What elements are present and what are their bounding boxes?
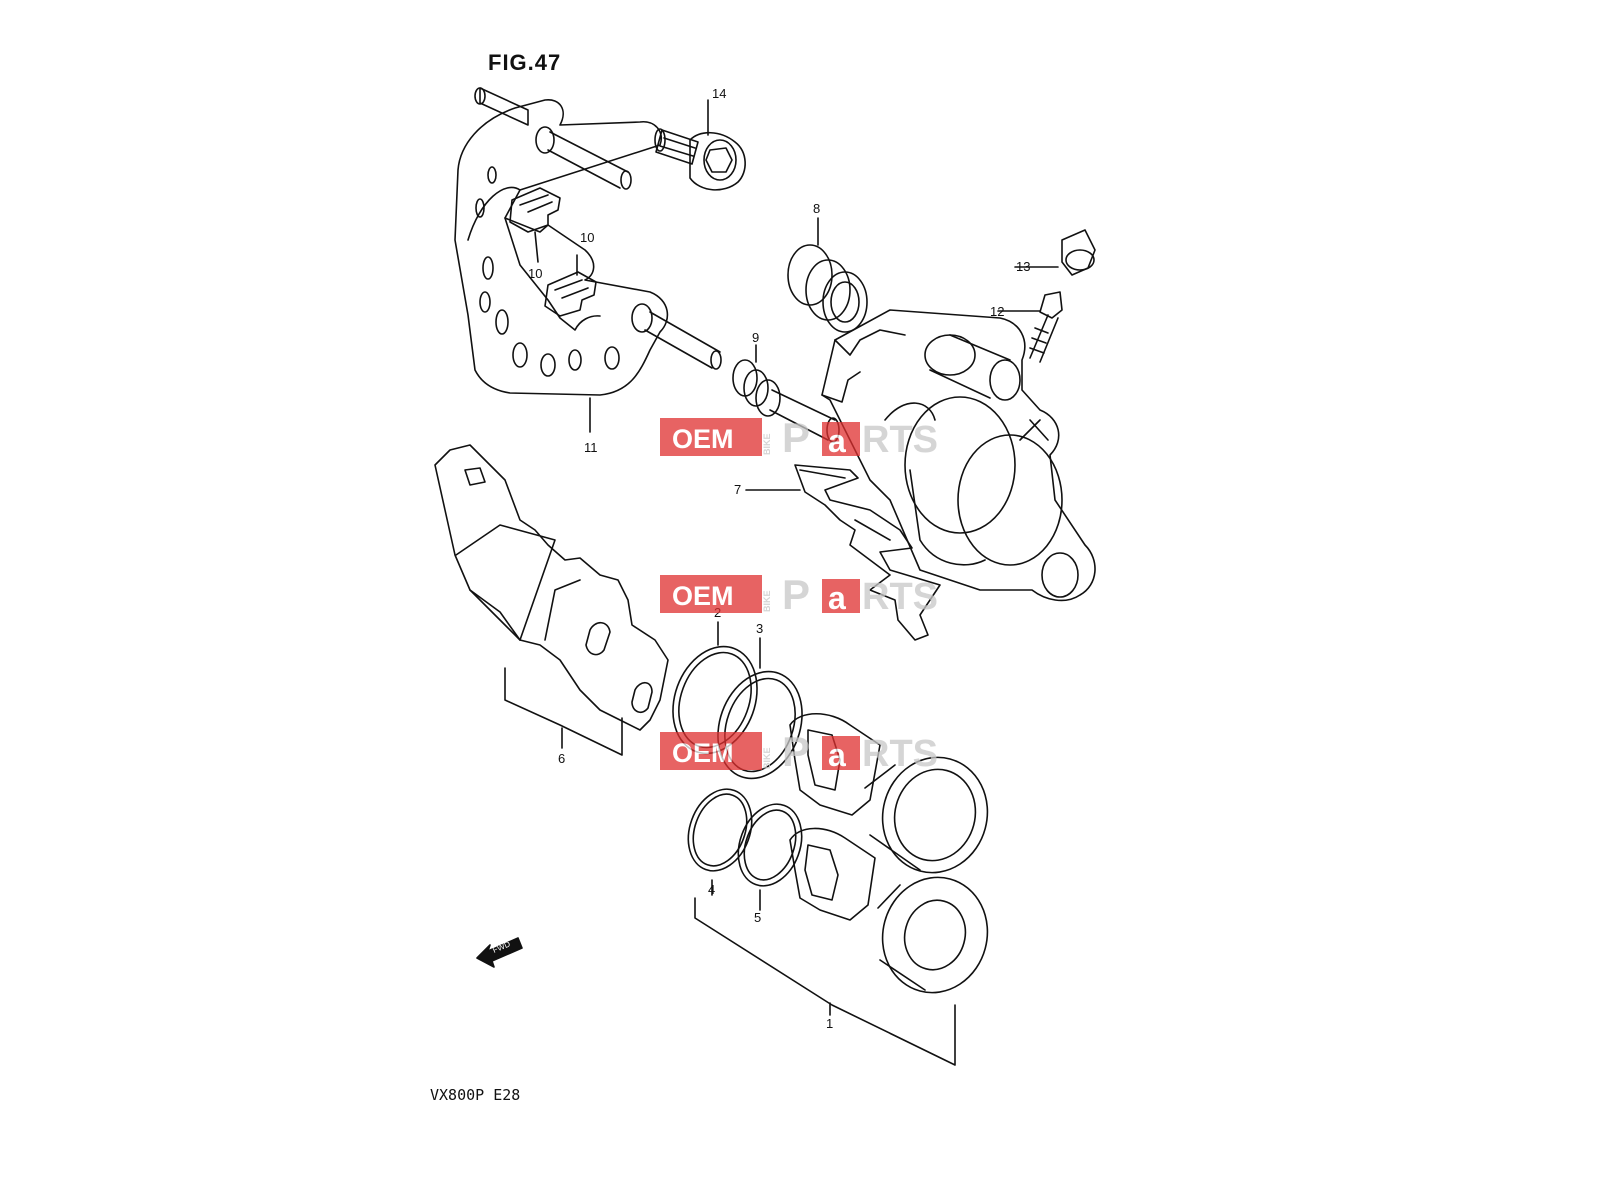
svg-text:OEM: OEM [672,424,734,454]
callout-9: 9 [752,330,759,345]
watermark-3: OEM BIKE P a RTS [660,728,938,775]
svg-text:a: a [828,580,846,616]
bleeder-valve [997,291,1063,363]
callout-13: 13 [1016,259,1030,274]
model-code: VX800P E28 [430,1086,521,1104]
svg-text:a: a [828,737,846,773]
caliper-bracket [454,87,722,433]
svg-text:OEM: OEM [672,738,734,768]
callout-1: 1 [826,1016,833,1031]
pistons [694,713,989,1066]
svg-text:a: a [828,423,846,459]
figure-title: FIG.47 [488,50,562,75]
callout-14: 14 [712,86,726,101]
svg-text:P: P [782,571,810,618]
pad-spring [745,464,941,641]
bolt [654,99,746,191]
callout-11: 11 [584,440,598,455]
callout-4: 4 [708,882,715,897]
svg-text:OEM: OEM [672,581,734,611]
svg-text:RTS: RTS [862,419,938,461]
callout-8: 8 [813,201,820,216]
svg-text:BIKE: BIKE [762,747,772,769]
svg-text:P: P [782,728,810,775]
callout-10-upper: 10 [580,230,594,245]
callout-3: 3 [756,621,763,636]
callout-12: 12 [990,304,1004,319]
svg-text:BIKE: BIKE [762,433,772,455]
callout-6: 6 [558,751,565,766]
brake-pads [434,444,669,756]
callout-7: 7 [734,482,741,497]
svg-text:BIKE: BIKE [762,590,772,612]
caliper-body [821,309,1096,602]
watermark-1: OEM BIKE P a RTS [660,414,938,461]
callout-10-lower: 10 [528,266,542,281]
boot-large [787,217,868,333]
callout-5: 5 [754,910,761,925]
svg-text:RTS: RTS [862,733,938,775]
fwd-arrow-icon [476,937,523,968]
bleeder-cap [1014,229,1096,276]
svg-text:P: P [782,414,810,461]
watermark-2: OEM BIKE P a RTS [660,571,938,618]
svg-text:RTS: RTS [862,576,938,618]
